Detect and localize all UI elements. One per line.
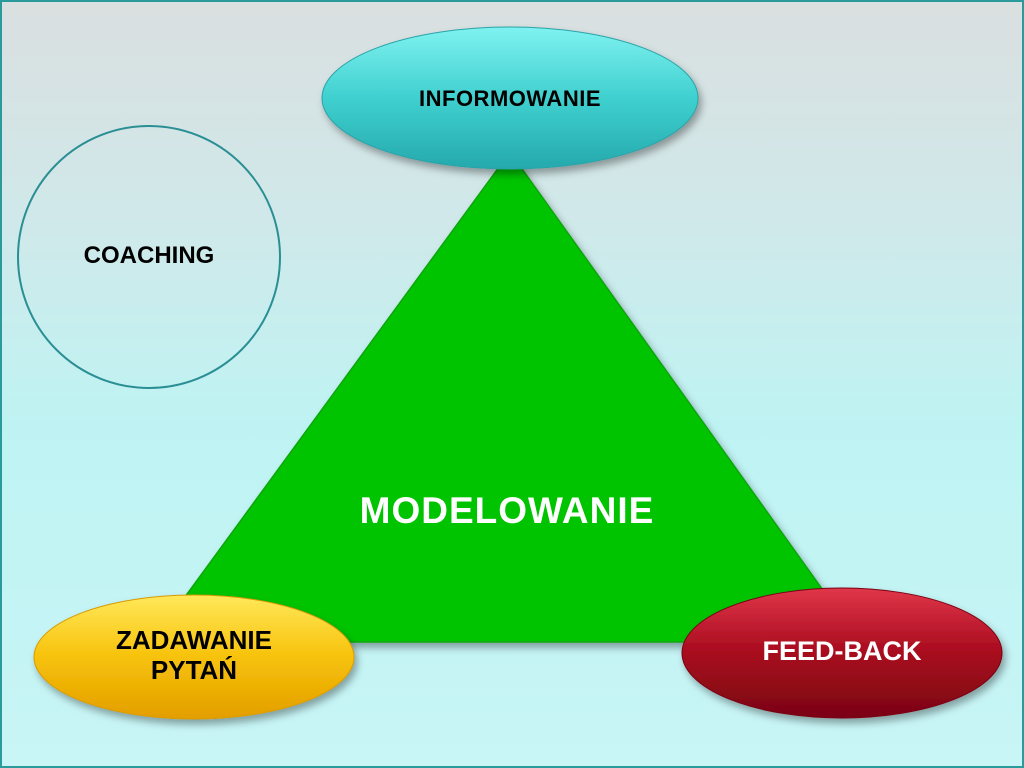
- feed-back-label: FEED-BACK: [762, 636, 922, 666]
- zadawanie-pytan-ellipse: [33, 594, 355, 720]
- informowanie-label: INFORMOWANIE: [419, 86, 601, 111]
- informowanie-ellipse: [321, 26, 699, 170]
- feed-back-ellipse: [681, 587, 1003, 719]
- coaching-label: COACHING: [83, 242, 215, 269]
- modelowanie-label: MODELOWANIE: [359, 490, 655, 531]
- zadawanie-pytan-label: ZADAWANIE PYTAŃ: [116, 625, 272, 685]
- modelowanie-triangle: [150, 150, 862, 643]
- coaching-circle: [17, 125, 281, 389]
